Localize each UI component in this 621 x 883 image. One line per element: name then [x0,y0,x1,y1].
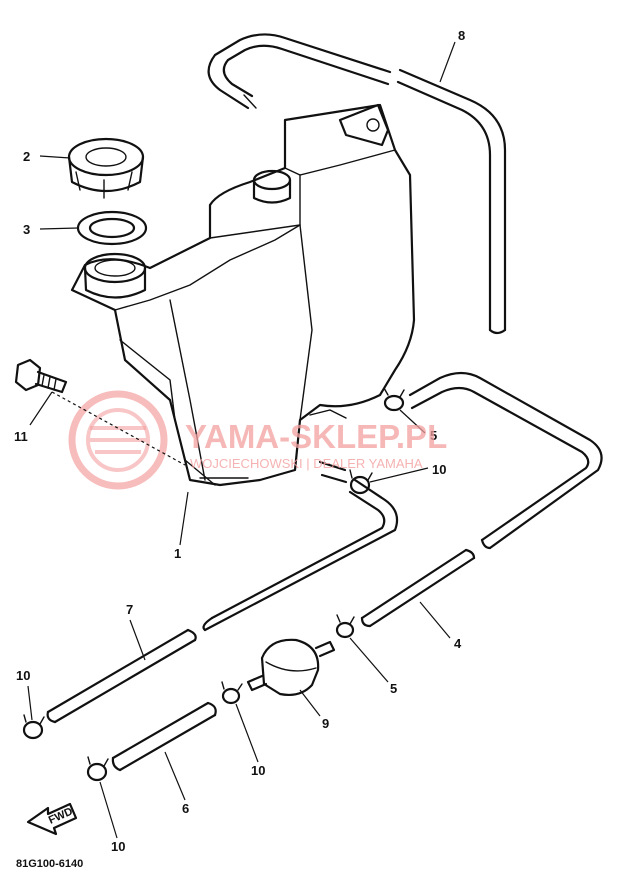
fwd-label: FWD [47,806,75,827]
callout-8: 8 [458,28,465,43]
callout-6: 6 [182,801,189,816]
callout-10-tank: 10 [432,462,446,477]
filter-9 [246,638,336,697]
clamp-10-tank [349,469,373,495]
callout-10-filter: 10 [251,763,265,778]
clamp-10-filter [221,681,243,705]
watermark-subtitle: WOJCIECHOWSKI | DEALER YAMAHA [190,456,423,471]
clamp-5-upper [383,387,405,412]
figure-code: 81G100-6140 [16,858,83,870]
callout-9: 9 [322,716,329,731]
callout-11: 11 [14,429,28,444]
clamp-10-left-upper [22,714,45,740]
hose-right-loop [360,371,603,628]
callout-10-left-upper: 10 [16,668,30,683]
seal-3 [76,210,148,246]
clamp-5-lower [335,614,355,639]
callout-5-upper: 5 [430,428,437,443]
tank-cap-2 [67,137,145,199]
watermark-title: YAMA-SKLEP.PL [185,418,447,455]
callout-5-lower: 5 [390,681,397,696]
clamp-10-left-lower [86,756,109,782]
callout-7: 7 [126,602,133,617]
leader-lines [27,41,456,839]
hose-7 [46,478,399,724]
hose-8 [207,33,507,335]
hose-6 [111,701,217,772]
callout-4: 4 [454,636,462,651]
callout-3: 3 [23,222,30,237]
coolant-tank-1 [70,103,416,487]
watermark-logo-icon [68,390,168,490]
callout-2: 2 [23,149,30,164]
callout-10-left-lower: 10 [111,839,125,854]
bolt-11 [14,358,68,394]
callout-1: 1 [174,546,181,561]
fwd-arrow-icon: FWD [26,802,78,836]
